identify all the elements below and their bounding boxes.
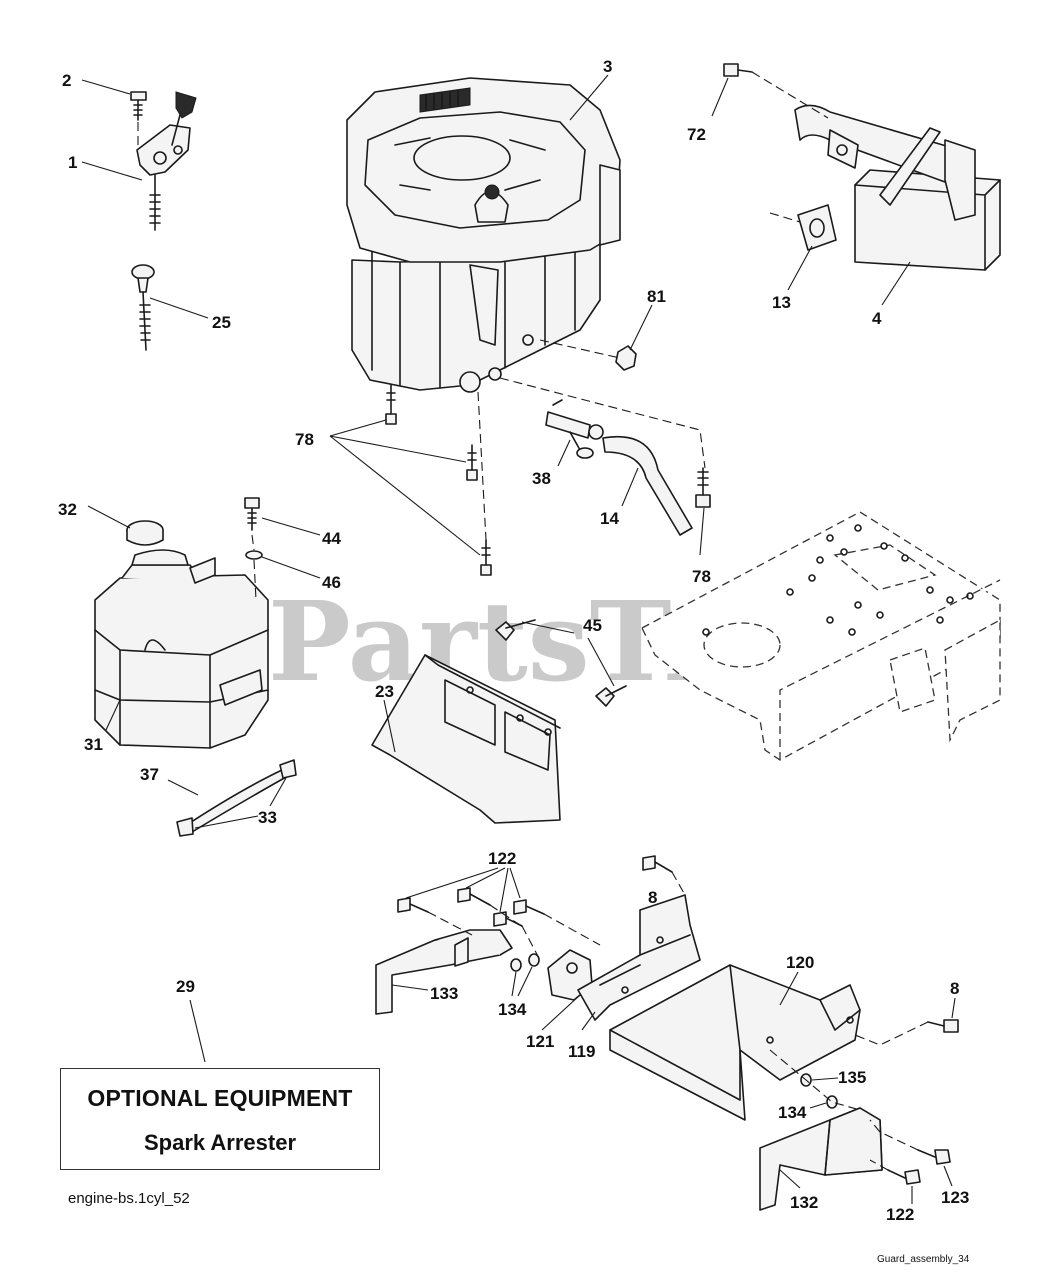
choke-knob-part	[131, 264, 155, 351]
callout-3: 3	[603, 57, 612, 76]
throttle-control-part	[130, 91, 197, 231]
fuel-cap-part	[126, 520, 164, 546]
callout-78-right: 78	[692, 567, 711, 586]
callout-135: 135	[838, 1068, 866, 1087]
callout-46: 46	[322, 573, 341, 592]
nut-part	[615, 345, 637, 371]
callout-32: 32	[58, 500, 77, 519]
fuel-line-part	[176, 759, 297, 837]
engine-part	[346, 77, 621, 393]
callout-2: 2	[62, 71, 71, 90]
guard-plate-right-part	[759, 1107, 883, 1211]
heat-shield-part	[371, 654, 561, 824]
guard-bolts-top-part	[397, 887, 545, 927]
callout-25: 25	[212, 313, 231, 332]
optional-equipment-box: OPTIONAL EQUIPMENT Spark Arrester	[60, 1068, 380, 1170]
engine-bolts-part	[385, 384, 711, 576]
callout-1: 1	[68, 153, 77, 172]
callout-122-top: 122	[488, 849, 516, 868]
callout-81: 81	[647, 287, 666, 306]
plate-119-part	[577, 894, 701, 1021]
washers-right-part	[800, 1073, 838, 1109]
guard-bolts-bottom-part	[887, 1149, 951, 1185]
oil-drain-part	[545, 399, 693, 536]
callout-78-left: 78	[295, 430, 314, 449]
callout-23: 23	[375, 682, 394, 701]
callout-133: 133	[430, 984, 458, 1003]
spark-arrester-label: Spark Arrester	[143, 1130, 297, 1155]
callout-45: 45	[583, 616, 602, 635]
callout-134-left: 134	[498, 1000, 527, 1019]
callout-123: 123	[941, 1188, 969, 1207]
callout-8-top: 8	[648, 888, 657, 907]
callout-14: 14	[600, 509, 619, 528]
diagram-reference-engine: engine-bs.1cyl_52	[68, 1190, 190, 1207]
tractor-frame-reference	[641, 511, 1001, 761]
muffler-part	[794, 104, 1001, 271]
callout-132: 132	[790, 1193, 818, 1212]
callout-38: 38	[532, 469, 551, 488]
callout-120: 120	[786, 953, 814, 972]
shield-bolts-part	[495, 619, 627, 707]
callout-4: 4	[872, 309, 882, 328]
diagram-reference-guard: Guard_assembly_34	[877, 1254, 970, 1265]
callout-13: 13	[772, 293, 791, 312]
tank-bolt-part	[244, 497, 263, 601]
callout-29: 29	[176, 977, 195, 996]
guard-120-part	[609, 964, 861, 1121]
callout-31: 31	[84, 735, 103, 754]
bolt-8-right-part	[927, 1019, 959, 1033]
optional-equipment-title: OPTIONAL EQUIPMENT	[87, 1085, 353, 1111]
muffler-bolt-part	[723, 63, 753, 77]
callout-33: 33	[258, 808, 277, 827]
callout-122-bottom: 122	[886, 1205, 914, 1224]
guard-plate-left-part	[375, 929, 513, 1015]
washers-left-part	[510, 953, 540, 972]
callout-44: 44	[322, 529, 341, 548]
callout-8-right: 8	[950, 979, 959, 998]
callout-121: 121	[526, 1032, 554, 1051]
callout-72: 72	[687, 125, 706, 144]
gasket-part	[797, 204, 837, 251]
fuel-tank-part	[94, 549, 269, 749]
callout-119: 119	[568, 1042, 595, 1061]
callout-37: 37	[140, 765, 159, 784]
callout-134-right: 134	[778, 1103, 807, 1122]
bolt-8-top-part	[642, 855, 673, 873]
